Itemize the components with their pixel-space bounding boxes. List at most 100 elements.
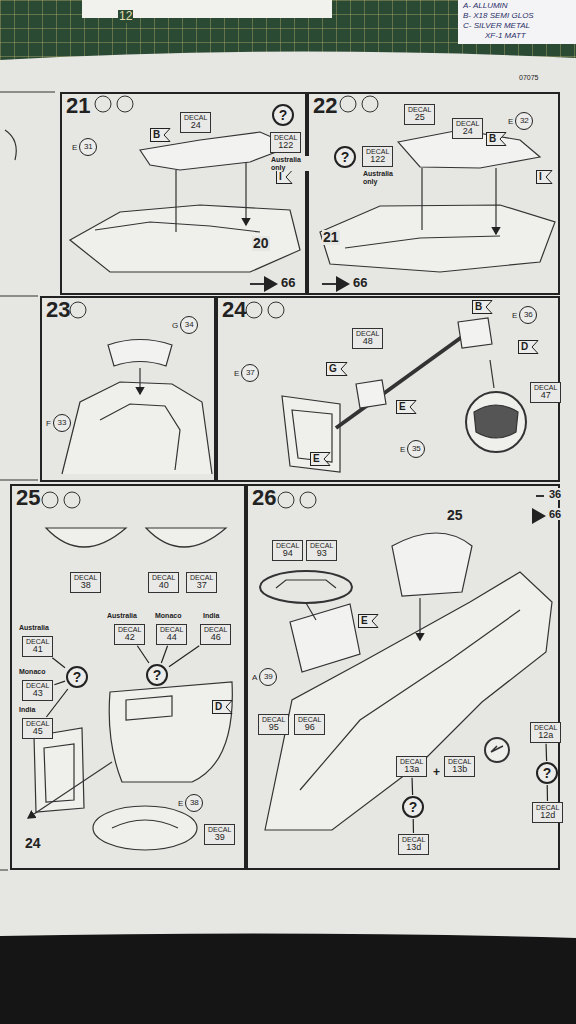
- line-art: [290, 604, 360, 672]
- line-art: [42, 492, 58, 508]
- callout-label: 20: [252, 236, 270, 251]
- line-art: [300, 492, 316, 508]
- line-art: [260, 571, 352, 603]
- tag-notch: [162, 128, 171, 142]
- decal-box: DECAL122: [270, 132, 301, 153]
- callout-label: Australia only: [270, 156, 310, 171]
- line-art: [70, 205, 300, 272]
- sprue-letter: E: [512, 311, 517, 320]
- line-art: [278, 492, 294, 508]
- line-art: [112, 820, 178, 828]
- decal-word: DECAL: [26, 720, 49, 727]
- line-art: [536, 496, 544, 516]
- step-number: 22: [313, 95, 337, 117]
- question-mark: ?: [341, 150, 350, 164]
- part-callout: E32: [508, 112, 533, 130]
- decal-number: 13d: [402, 843, 425, 852]
- decal-number: 45: [26, 727, 49, 736]
- decal-word: DECAL: [274, 134, 297, 141]
- decal-number: 96: [298, 723, 321, 732]
- line-art: [356, 380, 386, 408]
- sprue-letter: E: [400, 445, 405, 454]
- line-art: [100, 404, 180, 470]
- tag-notch: [370, 615, 378, 628]
- sprue-letter: I: [536, 170, 544, 184]
- sprue-tag: I: [276, 170, 293, 184]
- sprue-letter: D: [212, 700, 224, 714]
- decal-number: 44: [160, 633, 183, 642]
- callout-label: Australia: [106, 612, 138, 620]
- decal-number: 13a: [400, 765, 423, 774]
- decal-box: DECAL96: [294, 714, 325, 735]
- tag-notch: [544, 171, 552, 184]
- sprue-letter: A: [252, 673, 257, 682]
- decal-box: DECAL44: [156, 624, 187, 645]
- tag-notch: [498, 132, 507, 146]
- question-mark: ?: [73, 670, 82, 684]
- line-art: [340, 96, 356, 112]
- decal-box: DECAL39: [204, 824, 235, 845]
- decal-number: 12a: [534, 731, 557, 740]
- step-panel: 24DECAL48BE36DDECAL47GE37EE35E: [216, 296, 560, 482]
- decal-box: DECAL122: [362, 146, 393, 167]
- line-art: [250, 283, 276, 285]
- sprue-letter: B: [486, 132, 498, 146]
- line-art: [419, 598, 420, 640]
- line-art: [268, 302, 284, 318]
- decal-word: DECAL: [276, 542, 299, 549]
- decal-box: DECAL24: [180, 112, 211, 133]
- callout-label: 66: [548, 508, 562, 520]
- tag-notch: [339, 362, 348, 376]
- line-art: [322, 283, 348, 285]
- sprue-tag: B: [486, 132, 507, 146]
- part-callout: E38: [178, 794, 203, 812]
- decal-number: 122: [274, 141, 297, 150]
- decal-word: DECAL: [400, 758, 423, 765]
- leader-line: [137, 646, 149, 663]
- decal-box: DECAL95: [258, 714, 289, 735]
- sprue-letter: E: [396, 400, 408, 414]
- sprue-tag: B: [150, 128, 171, 142]
- tag-notch: [544, 170, 553, 184]
- sprue-tag: E: [396, 400, 417, 414]
- decal-box: DECAL42: [114, 624, 145, 645]
- decal-word: DECAL: [310, 542, 333, 549]
- leader-line: [52, 658, 65, 668]
- decal-number: 42: [118, 633, 141, 642]
- sprue-letter: E: [310, 452, 322, 466]
- decal-word: DECAL: [534, 384, 557, 391]
- decal-number: 40: [152, 581, 175, 590]
- part-number: 36: [519, 306, 537, 324]
- sprue-tag: D: [212, 700, 233, 714]
- tag-notch: [339, 363, 347, 376]
- option-circle: ?: [66, 666, 88, 688]
- decal-box: DECAL13d: [398, 834, 429, 855]
- decal-word: DECAL: [366, 148, 389, 155]
- callout-label: 21: [322, 230, 340, 245]
- line-art: [64, 492, 80, 508]
- line-art: [95, 96, 111, 112]
- line-art: [5, 130, 16, 160]
- part-number: 35: [407, 440, 425, 458]
- decal-box: DECAL37: [186, 572, 217, 593]
- decal-word: DECAL: [448, 758, 471, 765]
- sprue-letter: I: [276, 170, 284, 184]
- decal-number: 46: [204, 633, 227, 642]
- decal-box: DECAL13a: [396, 756, 427, 777]
- line-art: [70, 302, 86, 318]
- decal-number: 47: [534, 391, 557, 400]
- step-number: 26: [252, 487, 276, 509]
- decal-box: DECAL43: [22, 680, 53, 701]
- callout-label: +: [432, 766, 441, 779]
- line-art: [276, 580, 336, 588]
- leader-line: [169, 646, 199, 667]
- tag-notch: [224, 700, 233, 714]
- part-number: 37: [241, 364, 259, 382]
- decal-word: DECAL: [190, 574, 213, 581]
- decal-word: DECAL: [356, 330, 379, 337]
- part-callout: E36: [512, 306, 537, 324]
- line-art: [458, 318, 492, 348]
- note-text: C- SILVER METAL: [462, 22, 531, 31]
- option-circle: ?: [402, 796, 424, 818]
